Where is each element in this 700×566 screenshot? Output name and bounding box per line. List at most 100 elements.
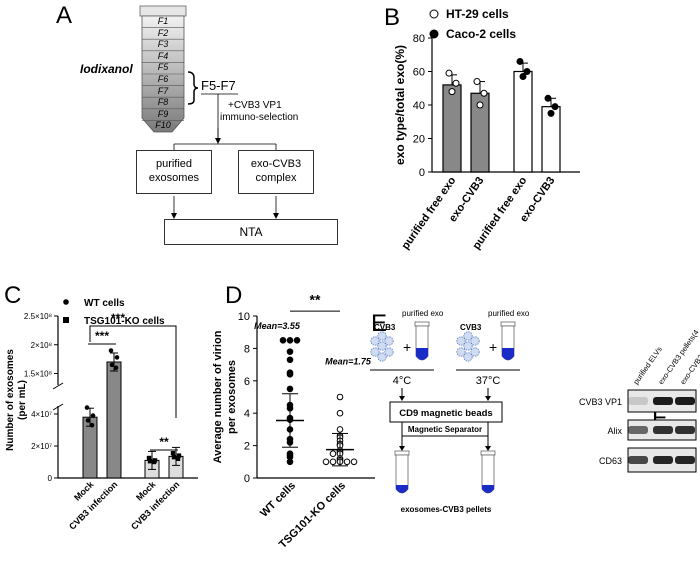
data-point (516, 57, 524, 65)
panel-b-label: B (384, 4, 401, 31)
legend-label: Caco-2 cells (446, 27, 516, 41)
data-point (523, 68, 531, 75)
data-point (90, 413, 96, 418)
panel-d-label: D (225, 282, 243, 309)
y-tick-label: 40 (413, 100, 425, 112)
blot-label: CD63 (599, 456, 622, 466)
purified-exosomes-box: purified exosomes (136, 150, 212, 194)
axis-break (52, 403, 64, 411)
sig-label: *** (95, 329, 109, 343)
y-tick-label: 2×10⁸ (31, 341, 52, 350)
fraction-label: F10 (155, 120, 171, 131)
virus-cluster-icon (370, 331, 394, 362)
data-point (476, 101, 484, 109)
data-point (176, 453, 182, 458)
data-point (329, 450, 337, 457)
data-point (480, 89, 488, 97)
data-point (114, 355, 120, 360)
box2-line1: exo-CVB3 (250, 158, 302, 170)
data-point (286, 371, 294, 378)
data-point (336, 409, 344, 417)
blot-band (628, 426, 648, 434)
box1-line2: exosomes (148, 172, 200, 184)
arrow-head (485, 446, 491, 451)
fraction-label: F6 (157, 73, 169, 84)
data-point (170, 451, 176, 456)
plus-sign: + (489, 339, 497, 355)
immuno-selection-line1: +CVB3 VP1 (228, 100, 282, 111)
data-point (109, 362, 115, 368)
y-tick-label: 20 (413, 134, 425, 146)
arrow-head (485, 396, 491, 401)
y-tick-label: 2 (244, 441, 250, 453)
nta-label: NTA (239, 225, 263, 239)
y-tick-label: 4×10⁷ (31, 410, 52, 419)
nta-box: NTA (164, 219, 338, 245)
blot-band (628, 456, 648, 464)
virus-cluster-icon (456, 331, 480, 362)
y-tick-label: 0 (419, 167, 425, 179)
y-axis-label-line1: Average number of virion (212, 330, 224, 463)
virus-label: CVB3 (460, 323, 482, 332)
temp-label: 4°C (393, 375, 412, 387)
exo-label: purified exo (402, 309, 444, 318)
data-point (336, 426, 344, 433)
blot-label: Alix (607, 426, 622, 436)
exo-label: purified exo (488, 309, 530, 318)
data-point (329, 458, 337, 466)
sig-label: *** (111, 311, 125, 325)
y-tick-label: 2×10⁷ (31, 442, 52, 451)
data-point (108, 348, 114, 353)
data-point (286, 356, 294, 364)
data-point (147, 459, 153, 464)
panel-e-label: E (371, 310, 388, 337)
legend-marker (63, 317, 69, 323)
blot-band (653, 456, 673, 464)
legend-label: WT cells (84, 298, 125, 309)
y-axis-label-line1: Number of exosomes (5, 349, 16, 451)
beads-box (389, 401, 503, 423)
arrow-head (399, 446, 405, 451)
y-tick-label: 80 (413, 33, 425, 45)
arrow-head (399, 396, 405, 401)
data-point (286, 337, 294, 344)
exo-tube-icon (414, 321, 430, 361)
legend-label: HT-29 cells (446, 7, 509, 21)
panel-a-diagram (0, 0, 340, 250)
data-point (279, 337, 287, 344)
data-point (519, 73, 527, 81)
data-point (452, 79, 460, 87)
y-tick-label: 10 (238, 311, 250, 323)
blot-band (628, 397, 648, 405)
fraction-label: F2 (157, 27, 169, 38)
data-point (551, 103, 559, 111)
data-point (544, 94, 552, 102)
x-tick-label: WT cells (258, 480, 298, 520)
result-label: exosomes-CVB3 pellets (401, 505, 492, 514)
fraction-label: F4 (157, 50, 169, 61)
data-point (293, 337, 301, 344)
data-point (89, 422, 95, 428)
beads-label: CD9 magnetic beads (399, 408, 492, 419)
bar (513, 70, 533, 173)
temp-label: 37°C (476, 375, 501, 387)
data-point (448, 88, 456, 96)
immuno-selection-line2: immuno-selection (220, 112, 299, 123)
sig-label: ** (310, 292, 321, 308)
data-point (151, 459, 157, 465)
fraction-label: F9 (157, 108, 169, 119)
legend-marker (429, 29, 439, 39)
iodixanol-label: Iodixanol (80, 62, 133, 76)
y-axis-label-line2: (per mL) (17, 380, 28, 420)
data-point (322, 458, 330, 466)
data-point (473, 78, 481, 86)
data-point (84, 405, 90, 410)
y-axis-label: exo type/total exo(%) (393, 45, 407, 165)
blot-band (675, 397, 695, 405)
data-point (146, 455, 152, 461)
data-point (286, 458, 294, 466)
blot-band (675, 426, 695, 434)
